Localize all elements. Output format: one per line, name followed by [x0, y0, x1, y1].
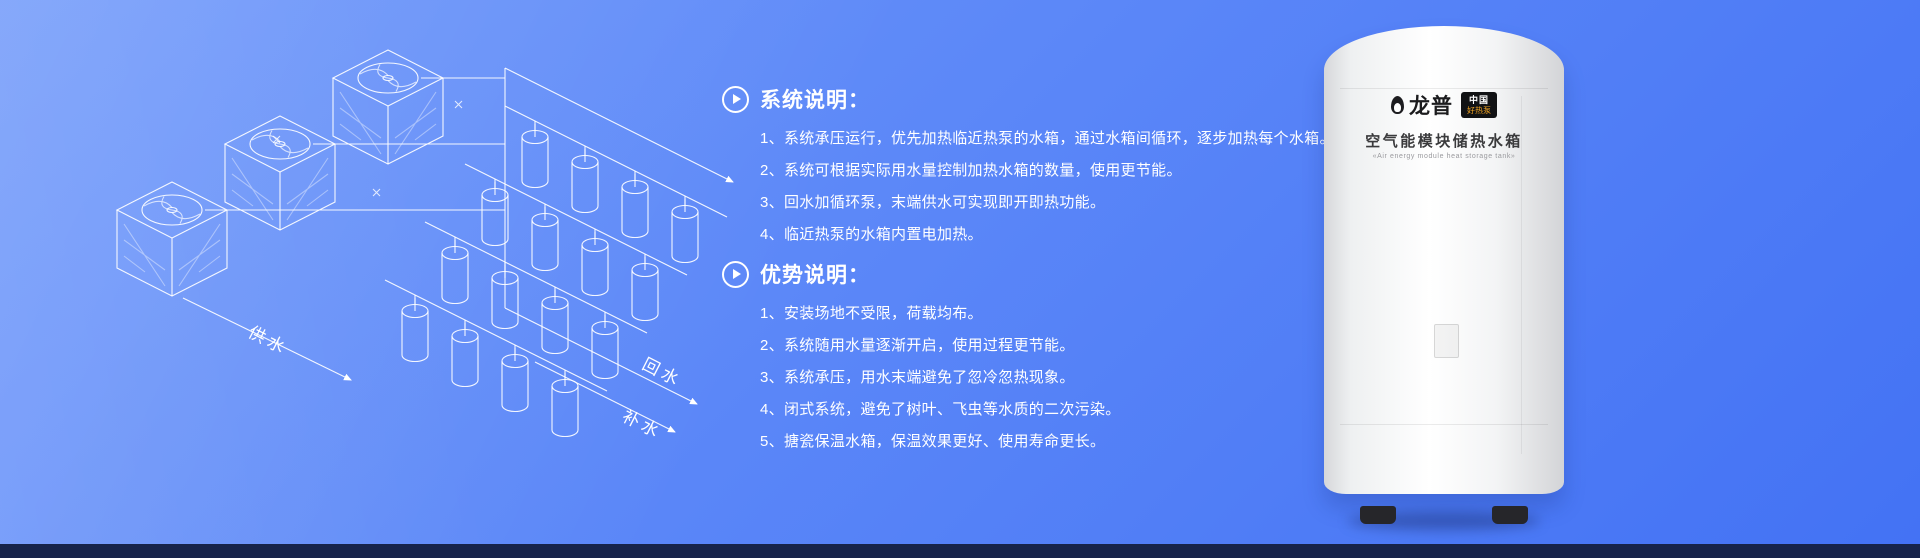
badge-line2: 好热泵 — [1467, 105, 1491, 115]
section-title: 优势说明： — [760, 264, 870, 287]
product-subtitle: «Air energy module heat storage tank» — [1372, 153, 1516, 160]
product-tank-image: 龙普 中国 好热泵 空气能模块储热水箱 «Air energy module h… — [1318, 26, 1570, 532]
list-item: 3、回水加循环泵，末端供水可实现即开即热功能。 — [760, 194, 1106, 211]
badge-line1: 中国 — [1468, 95, 1489, 106]
section-header: 优势说明： — [722, 259, 1362, 289]
play-circle-icon — [722, 85, 749, 113]
heat-pump-unit-icon — [332, 49, 444, 165]
section-item-list: 1、系统承压运行，优先加热临近热泵的水箱，通过水箱间循环，逐步加热每个水箱。 2… — [722, 123, 1362, 251]
list-item: 4、临近热泵的水箱内置电加热。 — [760, 226, 983, 243]
list-item: 1、系统承压运行，优先加热临近热泵的水箱，通过水箱间循环，逐步加热每个水箱。 — [760, 130, 1335, 147]
energy-label-sticker — [1434, 324, 1460, 358]
section-header: 系统说明： — [722, 84, 1362, 114]
section-item-list: 1、安装场地不受限，荷载均布。 2、系统随用水量逐渐开启，使用过程更节能。 3、… — [722, 298, 1362, 458]
brand-row: 龙普 中国 好热泵 — [1324, 90, 1564, 120]
diagram-labels: 供水 回水 补水 — [245, 323, 685, 443]
diagram-linework — [116, 49, 734, 438]
tank-foot — [1492, 506, 1528, 524]
list-item: 2、系统可根据实际用水量控制加热水箱的数量，使用更节能。 — [760, 162, 1182, 179]
product-title: 空气能模块储热水箱 — [1365, 133, 1523, 150]
tank-seam — [1340, 424, 1548, 425]
system-diagram: 供水 回水 补水 — [116, 49, 734, 443]
list-item: 3、系统承压，用水末端避免了忽冷忽热现象。 — [760, 369, 1075, 386]
brand-name: 龙普 — [1409, 95, 1453, 118]
tank-body: 龙普 中国 好热泵 空气能模块储热水箱 «Air energy module h… — [1324, 26, 1564, 494]
section-advantages: 优势说明： 1、安装场地不受限，荷载均布。 2、系统随用水量逐渐开启，使用过程更… — [722, 259, 1362, 458]
tank-foot — [1360, 506, 1396, 524]
list-item: 2、系统随用水量逐渐开启，使用过程更节能。 — [760, 337, 1075, 354]
list-item: 1、安装场地不受限，荷载均布。 — [760, 305, 983, 322]
quality-badge: 中国 好热泵 — [1461, 92, 1497, 118]
description-content: 系统说明： 1、系统承压运行，优先加热临近热泵的水箱，通过水箱间循环，逐步加热每… — [722, 84, 1362, 466]
heat-pump-unit-icon — [116, 181, 228, 297]
supply-water-label: 供水 — [245, 323, 291, 359]
brand-logo: 龙普 — [1391, 90, 1453, 120]
list-item: 4、闭式系统，避免了树叶、飞虫等水质的二次污染。 — [760, 401, 1121, 418]
bottom-bar — [0, 544, 1920, 558]
makeup-water-label: 补水 — [619, 407, 665, 443]
tank-seam — [1520, 96, 1522, 454]
return-water-label: 回水 — [639, 355, 685, 391]
heat-pump-unit-icon — [224, 115, 336, 231]
list-item: 5、搪瓷保温水箱，保温效果更好、使用寿命更长。 — [760, 433, 1106, 450]
section-system-description: 系统说明： 1、系统承压运行，优先加热临近热泵的水箱，通过水箱间循环，逐步加热每… — [722, 84, 1362, 251]
section-title: 系统说明： — [760, 89, 870, 112]
penguin-logo-icon — [1391, 96, 1404, 114]
play-circle-icon — [722, 260, 749, 288]
tank-seam — [1340, 88, 1548, 89]
tank-shadow — [1348, 512, 1540, 530]
